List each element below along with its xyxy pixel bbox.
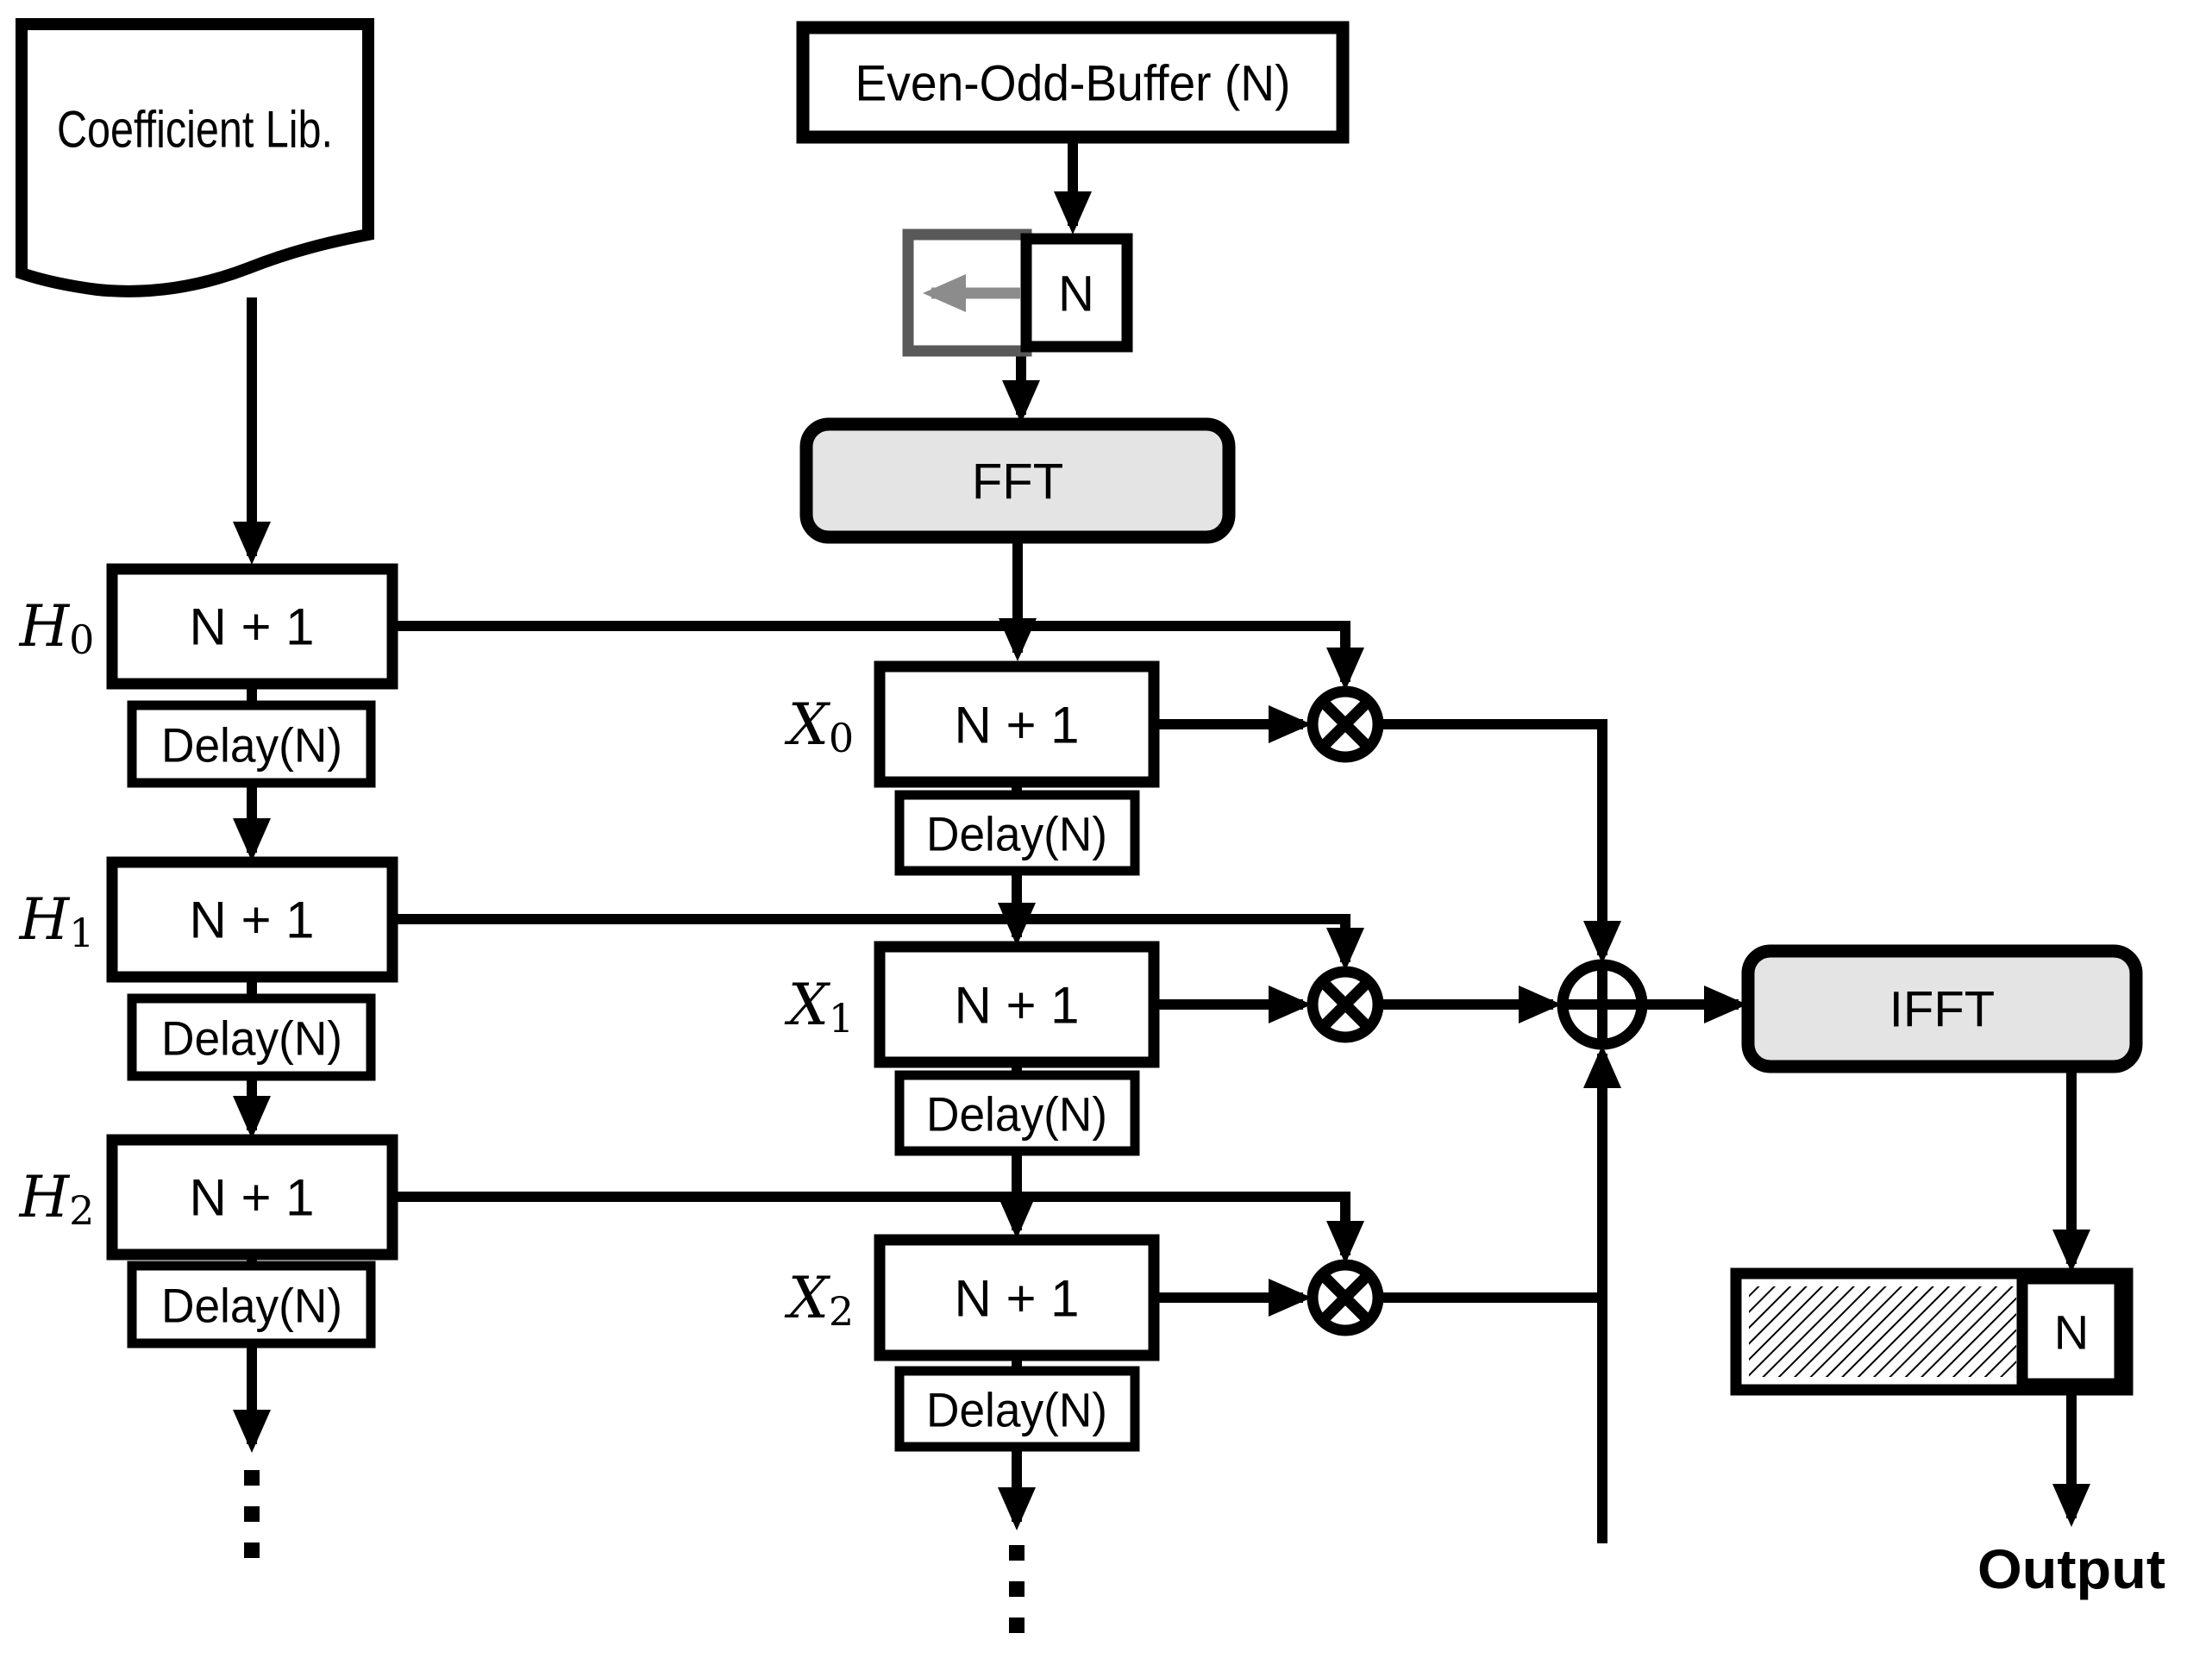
ellipsis-dot [1009, 1581, 1025, 1597]
ifft-box [1741, 944, 2143, 1073]
coefficient-column: H0 N + 1 Delay(N) H1 N + 1 Delay(N) H2 N… [19, 563, 398, 1558]
h0-label: H0 [19, 593, 95, 664]
ifft-block: IFFT [1741, 944, 2143, 1073]
h1-delay-box [127, 993, 376, 1081]
ellipsis-dot [244, 1506, 260, 1522]
connectors [233, 137, 2090, 1543]
x2-block-size: N + 1 [954, 1270, 1079, 1328]
output-buffer: N [1730, 1267, 2134, 1396]
vertical-ellipsis-icon-middle [1009, 1545, 1025, 1633]
x1-delay-label: Delay(N) [926, 1087, 1107, 1142]
spectrum-column: X0 N + 1 Delay(N) X1 N + 1 Delay(N) X2 N… [784, 660, 1160, 1633]
h1-block-size: N + 1 [189, 892, 314, 949]
output-label: Output [1977, 1538, 2165, 1600]
h2-block-box [106, 1134, 398, 1261]
x1-block-box [874, 941, 1160, 1068]
fft-box [799, 417, 1236, 544]
x2-delay-label: Delay(N) [926, 1383, 1107, 1437]
connector-h1-to-multiplier1 [392, 914, 1364, 971]
x0-block-box [874, 660, 1160, 788]
input-cell-n-label: N [1058, 266, 1094, 322]
h2-block-size: N + 1 [189, 1169, 314, 1227]
vertical-ellipsis-icon-left [244, 1470, 260, 1558]
h0-block-box [106, 563, 398, 690]
h1-delay-label: Delay(N) [161, 1011, 342, 1066]
x1-delay-box [894, 1070, 1140, 1156]
ellipsis-dot [244, 1470, 260, 1486]
x0-delay-box [894, 790, 1140, 876]
x0-label: X0 [784, 691, 854, 762]
even-odd-buffer-label: Even-Odd-Buffer (N) [855, 56, 1291, 112]
coefficient-lib-label: Coefficient Lib. [57, 101, 333, 159]
multiply-cross [1319, 698, 1372, 751]
h2-delay-box [127, 1261, 376, 1348]
h0-delay-box [127, 700, 376, 788]
h0-block-size: N + 1 [189, 598, 314, 656]
multiply-cross [1319, 978, 1372, 1031]
h1-block-box [106, 856, 398, 983]
ellipsis-dot [1009, 1545, 1025, 1561]
x2-delay-box [894, 1366, 1140, 1452]
multiply-cross [1319, 1271, 1372, 1324]
even-odd-buffer-block: Even-Odd-Buffer (N) [796, 21, 1350, 144]
input-shift-buffer: N [902, 228, 1133, 357]
x1-block-size: N + 1 [954, 977, 1079, 1035]
ifft-label: IFFT [1889, 982, 1995, 1038]
x2-block-box [874, 1234, 1160, 1361]
x1-label: X1 [784, 972, 854, 1042]
multiplier-icon-0 [1307, 685, 1384, 763]
h2-delay-label: Delay(N) [161, 1279, 342, 1333]
ellipsis-dot [1009, 1618, 1025, 1633]
current-block-cell [1020, 233, 1133, 353]
h2-label: H2 [19, 1164, 95, 1235]
multiplier-icon-2 [1307, 1259, 1384, 1336]
output-cell-n-label: N [2054, 1305, 2089, 1360]
h1-label: H1 [19, 886, 95, 957]
fft-block: FFT [799, 417, 1236, 544]
overlap-discard-hatched-region [1749, 1286, 2016, 1377]
connector-h0-to-multiplier0 [392, 621, 1364, 691]
connector-multiplier0-to-adder [1378, 719, 1621, 964]
h0-delay-label: Delay(N) [161, 718, 342, 773]
coefficient-library-document: Coefficient Lib. [16, 18, 374, 297]
ellipsis-dot [244, 1542, 260, 1558]
even-odd-buffer-box [796, 21, 1350, 144]
x0-block-size: N + 1 [954, 697, 1079, 754]
output-cell [2016, 1273, 2126, 1390]
document-shape [16, 18, 374, 297]
x2-label: X2 [784, 1265, 854, 1336]
adder-icon [1557, 959, 1648, 1050]
fft-label: FFT [972, 454, 1063, 510]
multiplier-icon-1 [1307, 966, 1384, 1043]
x0-delay-label: Delay(N) [926, 807, 1107, 861]
connector-h2-to-multiplier2 [392, 1192, 1364, 1264]
